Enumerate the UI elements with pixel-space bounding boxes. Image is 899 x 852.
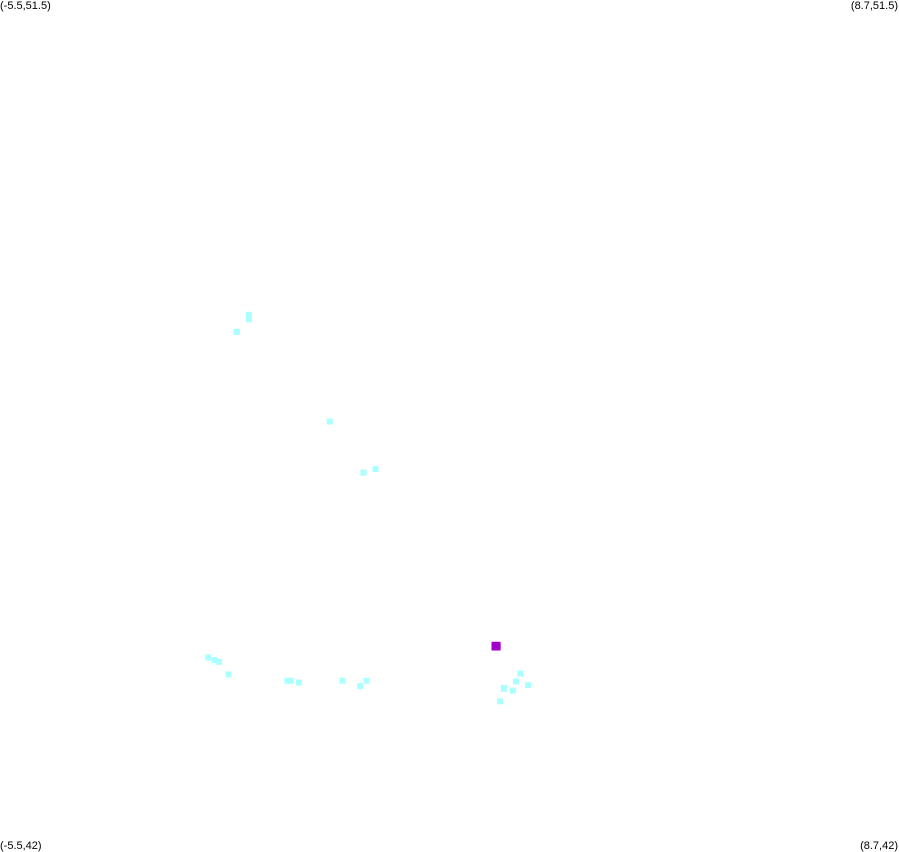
highlight-point-2: [491, 644, 498, 651]
secondary-point-17: [500, 684, 507, 691]
secondary-point-2: [233, 328, 240, 335]
secondary-points-layer: [205, 311, 531, 705]
secondary-point-0: [245, 311, 252, 318]
secondary-point-18: [509, 687, 516, 694]
secondary-point-8: [216, 658, 223, 665]
map-corner-top-left: (-5.5,51.5): [0, 0, 51, 12]
secondary-point-1: [245, 316, 252, 323]
secondary-point-22: [497, 698, 504, 705]
highlight-point-3: [494, 644, 501, 651]
secondary-point-19: [513, 678, 519, 685]
secondary-point-13: [339, 677, 346, 684]
secondary-point-5: [372, 466, 379, 472]
secondary-point-9: [225, 671, 232, 678]
map-corner-top-right: (8.7,51.5): [850, 0, 898, 12]
secondary-point-14: [363, 677, 370, 684]
secondary-point-12: [295, 679, 302, 686]
secondary-point-4: [360, 469, 367, 476]
secondary-point-6: [205, 654, 212, 661]
secondary-point-11: [287, 677, 294, 684]
map-corner-bottom-left: (-5.5,42): [0, 840, 42, 852]
secondary-point-21: [525, 682, 531, 689]
secondary-point-10: [284, 677, 291, 684]
secondary-point-20: [517, 670, 524, 677]
secondary-point-3: [326, 418, 333, 425]
highlight-points-layer: [491, 641, 501, 651]
map-corner-bottom-right: (8.7,42): [860, 840, 898, 852]
secondary-point-7: [211, 657, 218, 664]
secondary-point-15: [357, 683, 364, 690]
